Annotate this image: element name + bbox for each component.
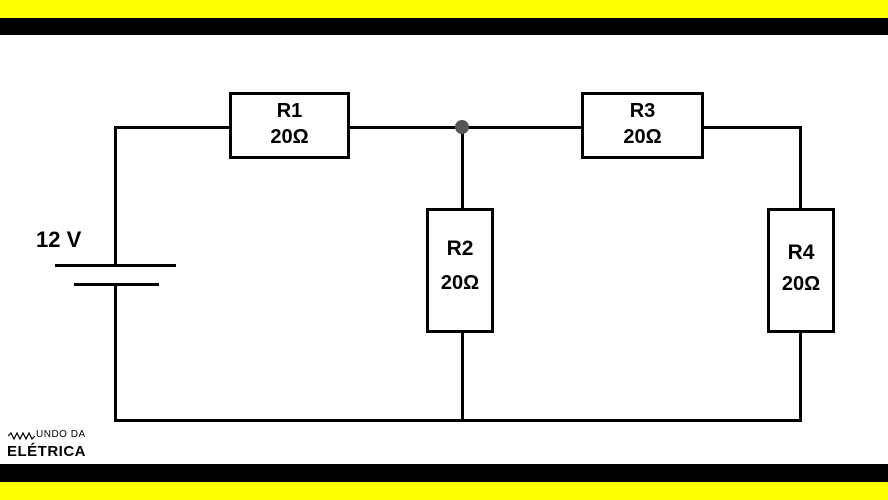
logo-bottom-text: ELÉTRICA xyxy=(7,443,86,460)
r3-name: R3 xyxy=(629,100,656,122)
r2-value: 20Ω xyxy=(440,272,480,294)
resistor-r3 xyxy=(581,92,704,159)
wire-left-bottom xyxy=(114,284,117,422)
battery-long-plate xyxy=(55,264,176,267)
r4-value: 20Ω xyxy=(781,273,821,295)
wire-top-3 xyxy=(702,126,802,129)
r2-name: R2 xyxy=(446,237,474,260)
r3-value: 20Ω xyxy=(623,126,662,148)
r1-name: R1 xyxy=(276,100,303,122)
wave-icon xyxy=(8,431,36,441)
wire-right-bottom xyxy=(799,331,802,422)
resistor-r4 xyxy=(767,208,835,333)
wire-mid-bottom xyxy=(461,331,464,422)
resistor-r2 xyxy=(426,208,494,333)
logo-top-text: UNDO DA xyxy=(36,429,86,440)
r4-name: R4 xyxy=(787,241,815,264)
bottom-yellow-band xyxy=(0,482,888,500)
wire-mid-top xyxy=(461,126,464,211)
wire-top-1 xyxy=(114,126,232,129)
wire-left-top xyxy=(114,126,117,266)
resistor-r1 xyxy=(229,92,350,159)
bottom-black-band xyxy=(0,464,888,482)
r1-value: 20Ω xyxy=(270,126,309,148)
battery-short-plate xyxy=(74,283,159,286)
wire-bottom xyxy=(114,419,802,422)
junction-node xyxy=(455,120,469,134)
top-yellow-band xyxy=(0,0,888,18)
source-voltage-label: 12 V xyxy=(36,227,82,252)
top-black-band xyxy=(0,18,888,35)
wire-right-top xyxy=(799,126,802,211)
